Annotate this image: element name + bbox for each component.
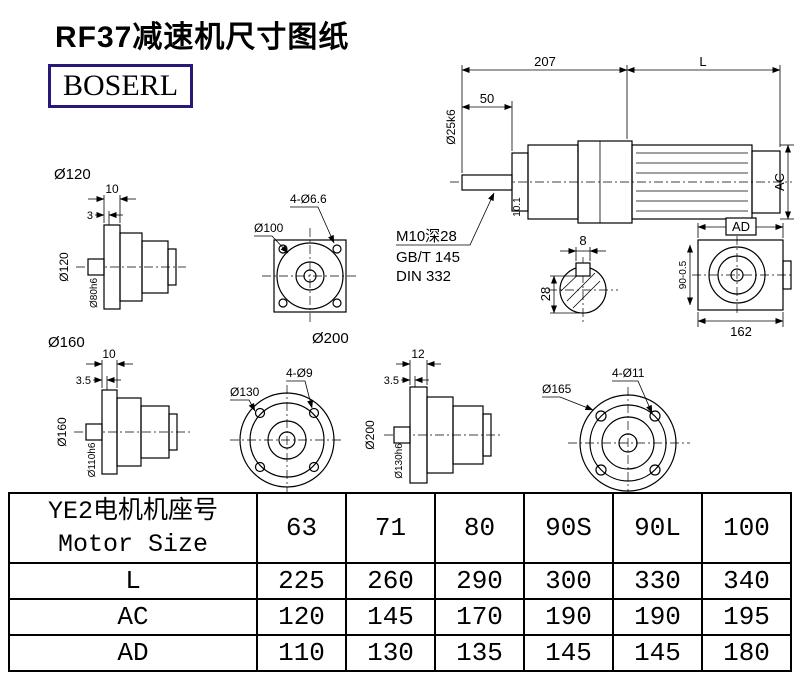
dim-50-label: 50 xyxy=(480,91,494,106)
dim-10-label: 10 xyxy=(102,347,116,361)
value-AC-90L: 190 xyxy=(612,598,703,636)
dia-110h6-label: Ø110h6 xyxy=(87,442,98,477)
row-label-AC: AC xyxy=(8,598,258,636)
brand-logo-text: BOSERL xyxy=(63,69,179,102)
fan-cover xyxy=(751,150,781,214)
note-din: DIN 332 xyxy=(396,268,451,285)
row-label-AD: AD xyxy=(8,634,258,672)
table-row-AC: AC 120 145 170 190 190 195 xyxy=(8,598,792,636)
dia-200-label: Ø200 xyxy=(363,420,377,450)
dim-10-label: 10 xyxy=(105,182,119,196)
dim-AD-label: AD xyxy=(732,219,750,234)
flange-100-front-view: 4-Ø6.6 Ø100 xyxy=(254,192,358,324)
technical-drawing-canvas: 207 L 50 Ø25k6 AC 10.1 M10深28 xyxy=(48,55,794,492)
flange-200-label: Ø200 xyxy=(312,330,349,347)
flange-200-side-view: 12 3.5 Ø200 Ø130h6 xyxy=(363,347,500,484)
dia-130h6-label: Ø130h6 xyxy=(394,443,405,479)
dim-key-label: 10.1 xyxy=(512,197,523,217)
dia-100-label: Ø100 xyxy=(254,221,284,235)
main-assembly-view: 207 L 50 Ø25k6 AC 10.1 M10深28 xyxy=(396,55,794,285)
motor-size-header-cell: YE2电机机座号 Motor Size xyxy=(8,492,258,564)
sheet-title: RF37减速机尺寸图纸 xyxy=(55,21,350,54)
dim-L-label: L xyxy=(699,55,706,69)
keyway xyxy=(575,262,591,277)
motor-size-100: 100 xyxy=(701,492,792,564)
flange-130-front-view: Ø200 4-Ø9 Ø130 xyxy=(230,330,349,492)
dim-90-label: 90-0.5 xyxy=(678,260,689,289)
dia-120-label: Ø120 xyxy=(57,252,71,282)
value-L-71: 260 xyxy=(345,562,436,600)
value-AC-90S: 190 xyxy=(523,598,614,636)
table-header-row: YE2电机机座号 Motor Size 63 71 80 90S 90L 100 xyxy=(8,492,792,564)
holes-4x9-label: 4-Ø9 xyxy=(286,366,313,380)
value-AC-80: 170 xyxy=(434,598,525,636)
dia-80h6-label: Ø80h6 xyxy=(89,278,100,308)
value-AC-63: 120 xyxy=(256,598,347,636)
value-AD-90L: 145 xyxy=(612,634,703,672)
value-L-63: 225 xyxy=(256,562,347,600)
shaft-diameter-label: Ø25k6 xyxy=(444,109,458,145)
dim-12-label: 12 xyxy=(411,347,425,361)
input-shaft xyxy=(461,174,513,191)
value-L-80: 290 xyxy=(434,562,525,600)
dim-3.5-label: 3.5 xyxy=(384,375,399,387)
header-en: Motor Size xyxy=(57,530,209,559)
flange-160-side-view: Ø160 10 3.5 Ø160 Ø110h6 xyxy=(48,334,190,477)
flange-160-label: Ø160 xyxy=(48,334,85,351)
motor-size-63: 63 xyxy=(256,492,347,564)
dim-162-label: 162 xyxy=(730,324,752,339)
flange-165-front-view: 4-Ø11 Ø165 xyxy=(542,366,690,492)
row-label-L: L xyxy=(8,562,258,600)
motor-size-table: YE2电机机座号 Motor Size 63 71 80 90S 90L 100… xyxy=(8,492,792,672)
holes-4x6.6-label: 4-Ø6.6 xyxy=(290,192,327,206)
dim-keyway-depth: 28 xyxy=(538,287,553,301)
value-AC-71: 145 xyxy=(345,598,436,636)
dim-3-label: 3 xyxy=(87,210,93,222)
terminal-box xyxy=(782,260,792,290)
value-AD-90S: 145 xyxy=(523,634,614,672)
motor-size-80: 80 xyxy=(434,492,525,564)
dim-207-label: 207 xyxy=(534,55,556,69)
motor-size-90S: 90S xyxy=(523,492,614,564)
motor-end-view: AD 162 90-0.5 xyxy=(678,217,792,339)
dim-keyway-width: 8 xyxy=(579,233,586,248)
value-AC-100: 195 xyxy=(701,598,792,636)
value-AD-71: 130 xyxy=(345,634,436,672)
motor-size-90L: 90L xyxy=(612,492,703,564)
shaft-keyway-section: 8 28 xyxy=(538,233,618,325)
holes-4x11-label: 4-Ø11 xyxy=(612,366,645,380)
value-AD-63: 110 xyxy=(256,634,347,672)
table-row-AD: AD 110 130 135 145 145 180 xyxy=(8,634,792,672)
header-cn: YE2电机机座号 xyxy=(47,497,218,526)
flange-120-side-view: Ø120 10 3 Ø120 Ø80h6 xyxy=(54,166,186,310)
value-AD-80: 135 xyxy=(434,634,525,672)
motor-size-71: 71 xyxy=(345,492,436,564)
value-L-90S: 300 xyxy=(523,562,614,600)
dim-3.5-label: 3.5 xyxy=(76,375,91,387)
value-L-90L: 330 xyxy=(612,562,703,600)
dia-165-label: Ø165 xyxy=(542,382,572,396)
note-tapped-hole: M10深28 xyxy=(396,228,457,245)
note-gbt: GB/T 145 xyxy=(396,249,460,266)
dia-130-label: Ø130 xyxy=(230,385,260,399)
dim-AC-label: AC xyxy=(772,173,787,191)
value-AD-100: 180 xyxy=(701,634,792,672)
dia-160-label: Ø160 xyxy=(55,417,69,447)
value-L-100: 340 xyxy=(701,562,792,600)
brand-logo: BOSERL xyxy=(48,64,194,108)
table-row-L: L 225 260 290 300 330 340 xyxy=(8,562,792,600)
flange-120-label: Ø120 xyxy=(54,166,91,183)
